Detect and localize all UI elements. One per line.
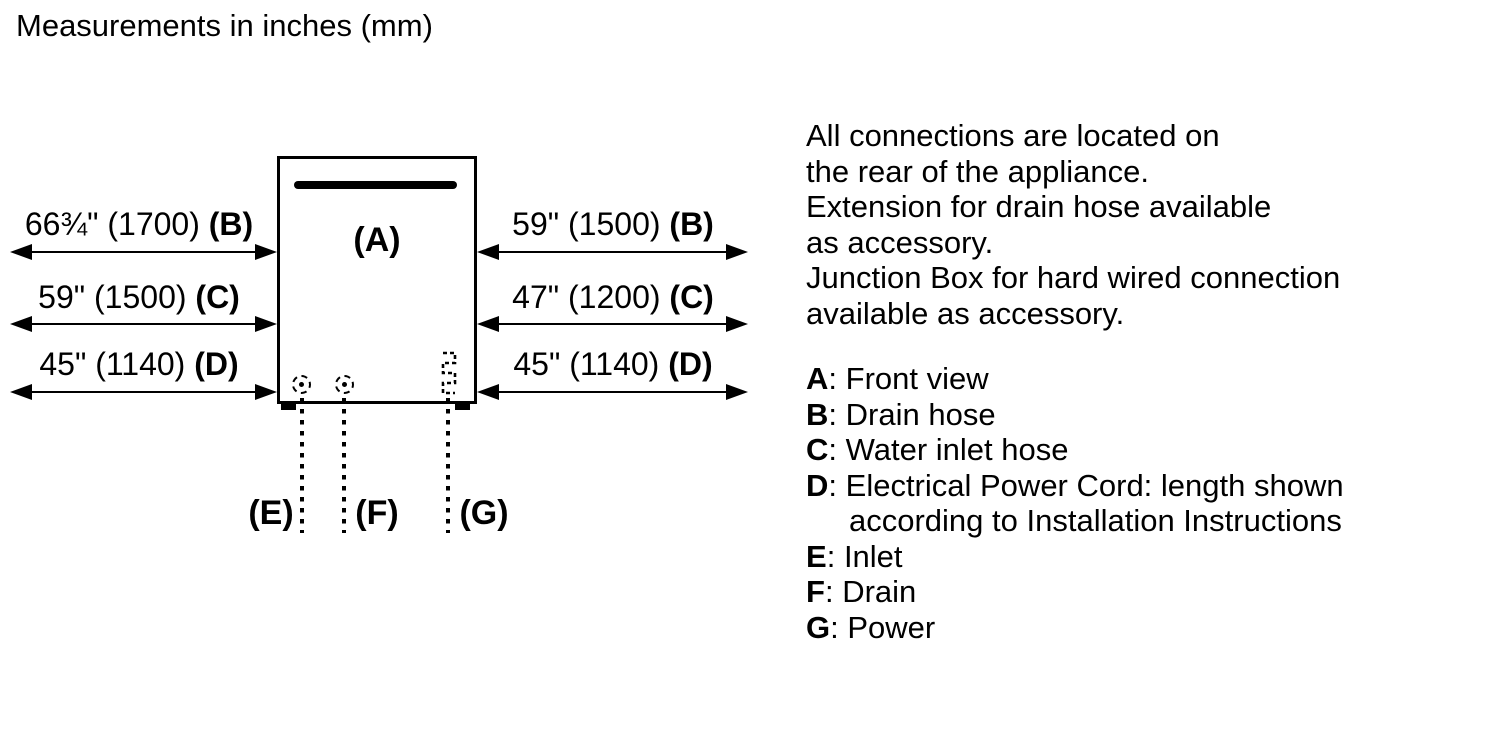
dimension-ref: (C) bbox=[669, 279, 714, 315]
legend-separator: : bbox=[828, 396, 838, 432]
legend-separator: : bbox=[828, 432, 838, 467]
leader-line-drain bbox=[342, 398, 346, 533]
dimension-value: 45" (1140) bbox=[39, 346, 186, 382]
dimension-label-left-b: 66¾" (1700) (B) bbox=[0, 206, 278, 243]
dimension-value: 47" (1200) bbox=[512, 279, 661, 315]
leader-line-power bbox=[446, 398, 450, 533]
dimension-value: 45" (1140) bbox=[513, 346, 660, 382]
legend-separator: : bbox=[828, 467, 838, 503]
dimension-ref: (B) bbox=[669, 206, 714, 242]
note-line: Extension for drain hose available bbox=[806, 189, 1272, 224]
note-line: available as accessory. bbox=[806, 295, 1125, 331]
water-inlet-port-icon bbox=[292, 375, 311, 394]
dimension-value: 59" (1500) bbox=[38, 279, 187, 315]
legend-desc: Drain hose bbox=[845, 396, 996, 432]
legend-item-d-continuation: according to Installation Instructions bbox=[849, 503, 1342, 538]
label-drain: (F) bbox=[355, 494, 399, 532]
front-view-label: (A) bbox=[353, 221, 401, 259]
dimension-arrow-left-b bbox=[10, 244, 277, 260]
legend-desc: Water inlet hose bbox=[845, 432, 1069, 467]
legend-key: E bbox=[806, 538, 827, 574]
legend-key: B bbox=[806, 396, 829, 432]
dimension-arrow-left-d bbox=[10, 384, 277, 400]
legend-key: G bbox=[806, 609, 831, 645]
note-line: All connections are located on bbox=[806, 118, 1220, 153]
appliance-outline bbox=[277, 156, 477, 404]
dimension-arrow-right-c bbox=[477, 316, 748, 332]
legend-separator: : bbox=[824, 574, 834, 609]
dimension-label-right-b: 59" (1500) (B) bbox=[477, 206, 749, 243]
legend-item-e: E: Inlet bbox=[806, 539, 1344, 575]
dimension-ref: (D) bbox=[668, 346, 713, 382]
dimension-label-right-d: 45" (1140) (D) bbox=[477, 346, 749, 383]
legend-desc: Power bbox=[847, 609, 936, 645]
leader-line-inlet bbox=[300, 398, 304, 533]
legend-key: D bbox=[806, 467, 829, 503]
dimension-label-right-c: 47" (1200) (C) bbox=[477, 279, 749, 316]
legend-item-c: C: Water inlet hose bbox=[806, 432, 1344, 468]
dimension-ref: (C) bbox=[195, 279, 240, 315]
dimension-value: 66¾" (1700) bbox=[24, 206, 200, 242]
dimension-arrow-right-d bbox=[477, 384, 748, 400]
legend-item-g: G: Power bbox=[806, 610, 1344, 646]
dimension-ref: (B) bbox=[208, 206, 254, 242]
legend: A: Front view B: Drain hose C: Water inl… bbox=[806, 361, 1344, 645]
label-inlet: (E) bbox=[248, 494, 294, 532]
legend-desc: Drain bbox=[842, 574, 917, 609]
page-title: Measurements in inches (mm) bbox=[16, 8, 433, 43]
legend-key: A bbox=[806, 361, 829, 396]
legend-separator: : bbox=[830, 609, 839, 645]
notes-block: All connections are located on the rear … bbox=[806, 118, 1340, 331]
legend-desc: Electrical Power Cord: length shown bbox=[845, 467, 1344, 503]
note-line: the rear of the appliance. bbox=[806, 153, 1149, 189]
dimension-arrow-left-c bbox=[10, 316, 277, 332]
legend-item-a: A: Front view bbox=[806, 361, 1344, 397]
label-power: (G) bbox=[459, 494, 509, 532]
legend-item-d: D: Electrical Power Cord: length shown bbox=[806, 468, 1344, 504]
dimension-label-left-c: 59" (1500) (C) bbox=[0, 279, 278, 316]
legend-separator: : bbox=[826, 538, 836, 574]
appliance-foot-right bbox=[455, 402, 470, 410]
appliance-foot-left bbox=[281, 402, 296, 410]
legend-desc: Front view bbox=[845, 361, 989, 396]
legend-item-f: F: Drain bbox=[806, 574, 1344, 610]
legend-desc: Inlet bbox=[843, 538, 903, 574]
appliance-handle bbox=[294, 181, 457, 189]
power-cord-icon bbox=[441, 351, 457, 395]
note-line: Junction Box for hard wired connection bbox=[806, 260, 1341, 295]
legend-key: C bbox=[806, 432, 829, 467]
note-line: as accessory. bbox=[806, 224, 994, 260]
dimension-value: 59" (1500) bbox=[512, 206, 661, 242]
drain-port-icon bbox=[335, 375, 354, 394]
legend-item-b: B: Drain hose bbox=[806, 397, 1344, 433]
legend-separator: : bbox=[828, 361, 838, 396]
legend-key: F bbox=[806, 574, 825, 609]
dimension-ref: (D) bbox=[194, 346, 239, 382]
dimension-label-left-d: 45" (1140) (D) bbox=[0, 346, 278, 383]
dimension-arrow-right-b bbox=[477, 244, 748, 260]
